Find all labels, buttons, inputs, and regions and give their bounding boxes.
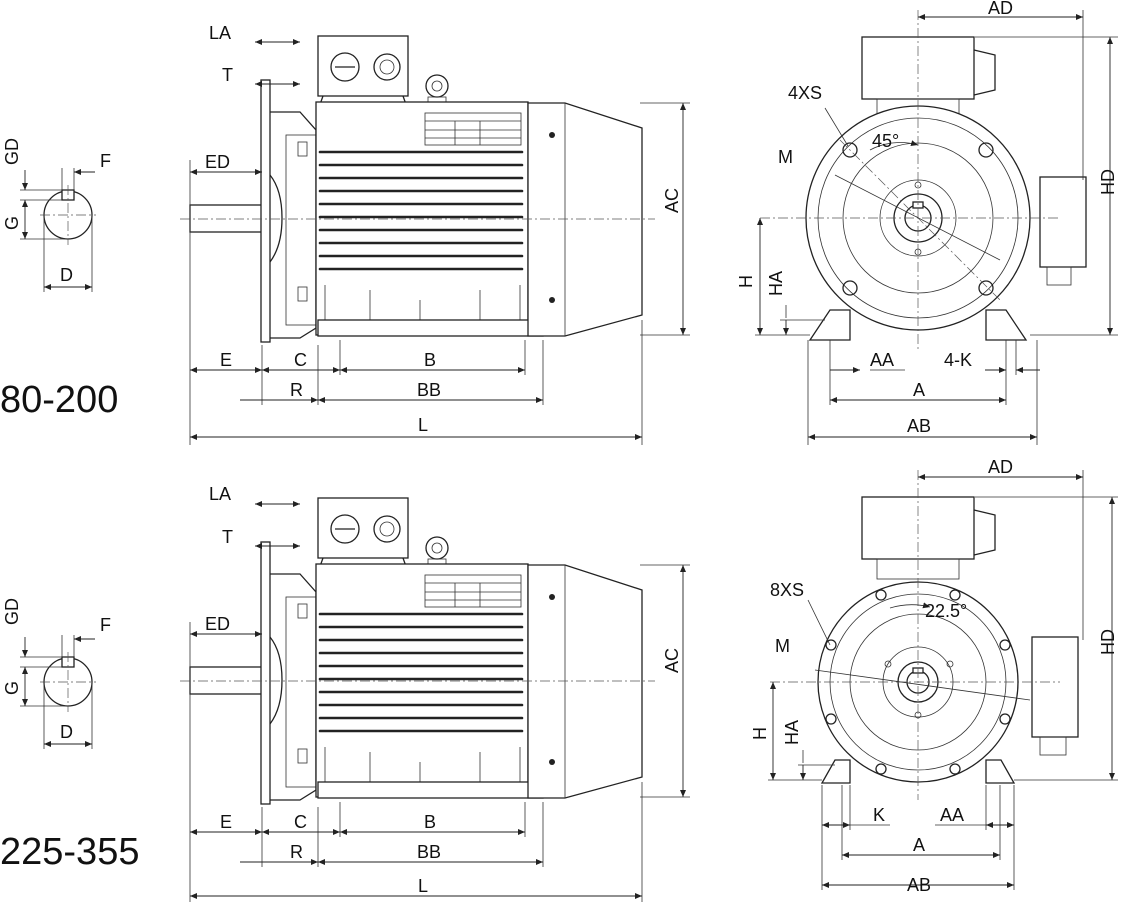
label-h-top: H xyxy=(736,275,756,288)
label-r-bottom: R xyxy=(290,842,303,862)
label-a-bottom: A xyxy=(913,835,925,855)
label-gd-top: GD xyxy=(2,138,22,165)
label-la-top: LA xyxy=(209,23,231,43)
label-ed-bottom: ED xyxy=(205,614,230,634)
label-ha-bottom: HA xyxy=(782,720,802,745)
label-b-top: B xyxy=(424,350,436,370)
label-t-top: T xyxy=(222,65,233,85)
label-ac-bottom: AC xyxy=(662,648,682,673)
label-8xs: 8XS xyxy=(770,580,804,600)
label-e-top: E xyxy=(220,350,232,370)
label-k-bottom: K xyxy=(873,805,885,825)
label-45-degree: 45° xyxy=(872,131,899,151)
label-f-bottom: F xyxy=(100,615,111,635)
label-22-5-degree: 22.5° xyxy=(925,601,967,621)
label-ac-top: AC xyxy=(662,188,682,213)
range-label-bottom: 225-355 xyxy=(0,831,139,873)
label-ad-bottom: AD xyxy=(988,457,1013,477)
label-h-bottom: H xyxy=(750,727,770,740)
label-m-top: M xyxy=(778,147,793,167)
label-ab-top: AB xyxy=(907,416,931,436)
label-c-bottom: C xyxy=(294,812,307,832)
top-front-view xyxy=(755,10,1118,445)
label-la-bottom: LA xyxy=(209,484,231,504)
label-ed-top: ED xyxy=(205,152,230,172)
label-aa-bottom: AA xyxy=(940,805,964,825)
label-bb-top: BB xyxy=(417,380,441,400)
label-ab-bottom: AB xyxy=(907,875,931,895)
label-hd-top: HD xyxy=(1098,169,1118,195)
top-side-view xyxy=(178,34,690,445)
label-f-top: F xyxy=(100,151,111,171)
bottom-shaft-end-detail xyxy=(20,635,97,749)
label-bb-bottom: BB xyxy=(417,842,441,862)
label-aa-top: AA xyxy=(870,350,894,370)
label-t-bottom: T xyxy=(222,527,233,547)
label-l-top: L xyxy=(418,415,428,435)
bottom-side-view xyxy=(178,496,690,902)
label-m-bottom: M xyxy=(775,636,790,656)
range-label-top: 80-200 xyxy=(0,379,118,421)
label-a-top: A xyxy=(913,380,925,400)
label-d-top: D xyxy=(60,265,73,285)
label-ha-top: HA xyxy=(766,271,786,296)
label-l-bottom: L xyxy=(418,876,428,896)
label-e-bottom: E xyxy=(220,812,232,832)
label-r-top: R xyxy=(290,380,303,400)
bottom-front-view xyxy=(768,470,1118,890)
label-g-bottom: G xyxy=(2,681,22,695)
label-4k: 4-K xyxy=(944,350,972,370)
label-gd-bottom: GD xyxy=(2,598,22,625)
label-ad-top: AD xyxy=(988,0,1013,18)
label-g-top: G xyxy=(2,216,22,230)
top-shaft-end-detail xyxy=(20,168,97,292)
label-c-top: C xyxy=(294,350,307,370)
label-b-bottom: B xyxy=(424,812,436,832)
label-4xs: 4XS xyxy=(788,83,822,103)
label-hd-bottom: HD xyxy=(1098,629,1118,655)
label-d-bottom: D xyxy=(60,722,73,742)
